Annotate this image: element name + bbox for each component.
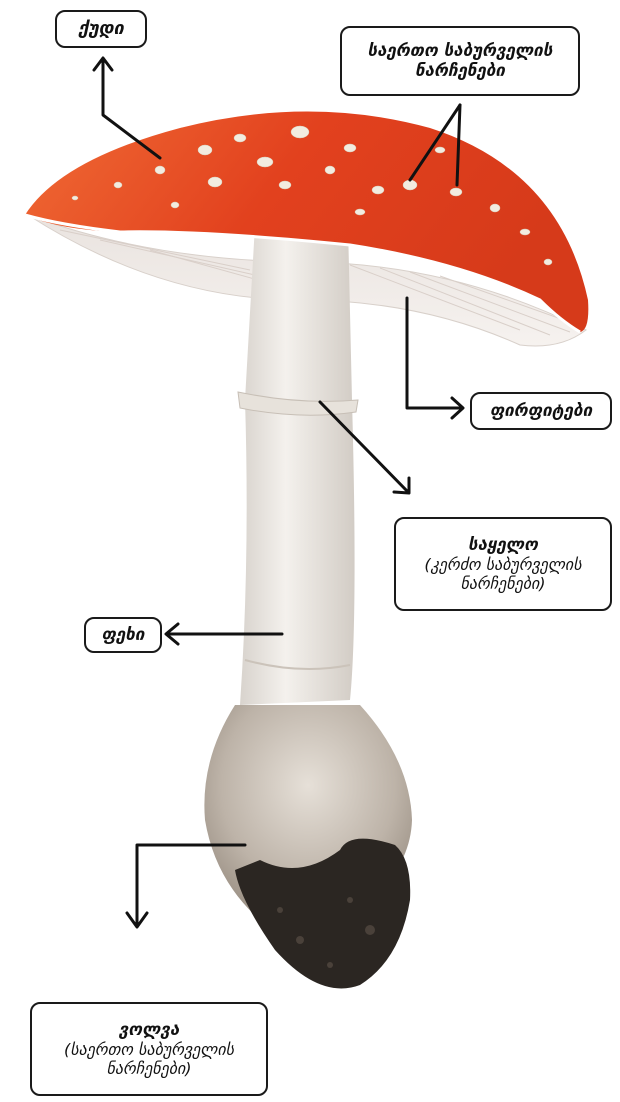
stem-label: ფეხი bbox=[84, 617, 162, 653]
gills-label-text: ფირფიტები bbox=[490, 401, 592, 421]
ring-label-title: საყელო bbox=[468, 535, 538, 555]
volva-label-title: ვოლვა bbox=[119, 1020, 180, 1040]
soil-shape bbox=[235, 839, 410, 989]
cap-label: ქუდი bbox=[55, 10, 147, 48]
cap-label-text: ქუდი bbox=[78, 18, 124, 40]
ring-label-note: (კერძო საბურველის ნარჩენები) bbox=[406, 555, 600, 593]
stem-label-text: ფეხი bbox=[102, 625, 145, 645]
volva-label: ვოლვა (საერთო საბურველის ნარჩენები) bbox=[30, 1002, 268, 1096]
universal-veil-label-text: საერთო საბურველის ნარჩენები bbox=[352, 41, 568, 82]
volva-label-note: (საერთო საბურველის ნარჩენები) bbox=[42, 1040, 256, 1078]
ring-label: საყელო (კერძო საბურველის ნარჩენები) bbox=[394, 517, 612, 611]
gills-label: ფირფიტები bbox=[470, 392, 612, 430]
universal-veil-label: საერთო საბურველის ნარჩენები bbox=[340, 26, 580, 96]
